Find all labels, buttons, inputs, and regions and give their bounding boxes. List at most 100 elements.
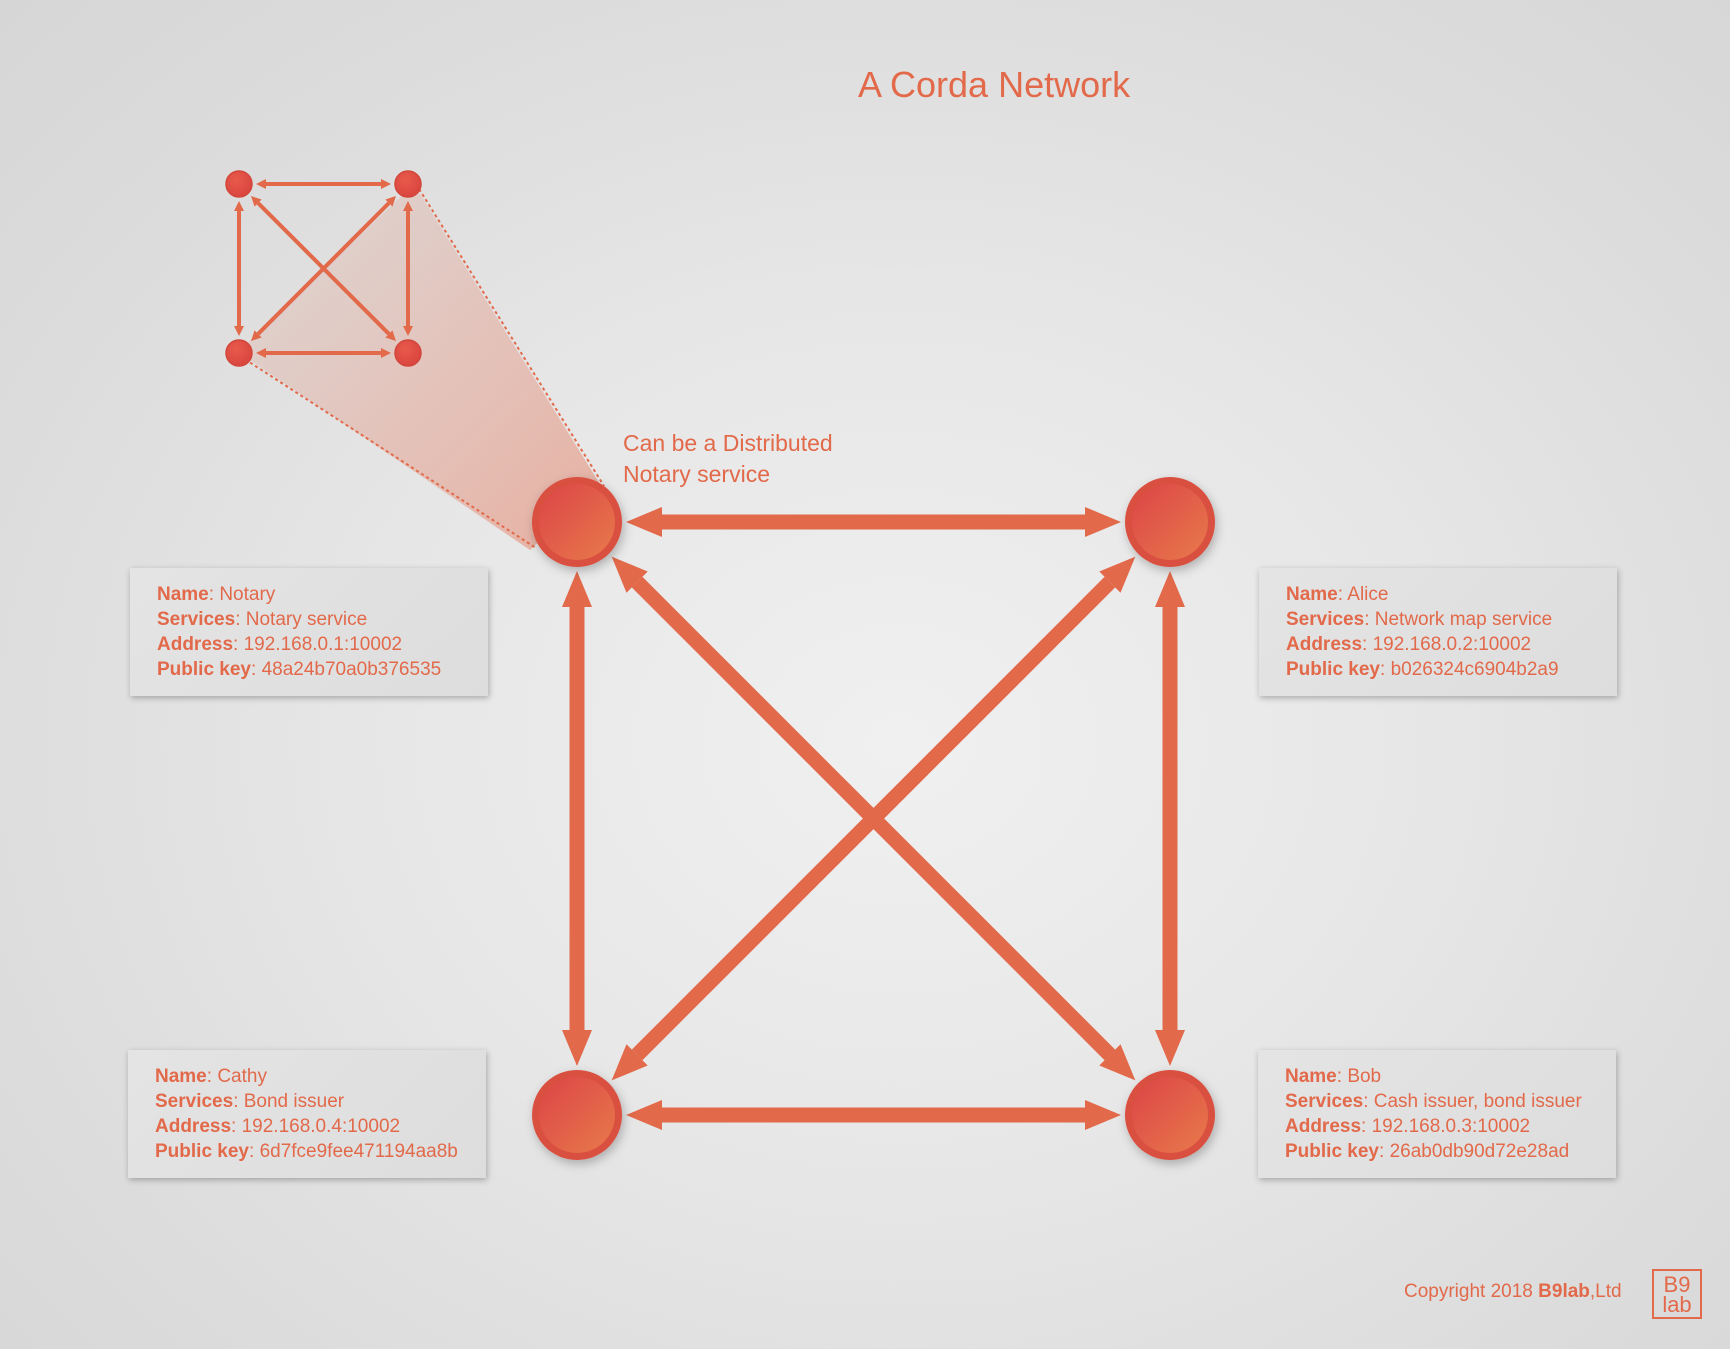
mini-edge-tr-br [403, 201, 413, 336]
arrowhead [611, 1044, 648, 1081]
info-label: Services [157, 609, 236, 630]
mini-node-br [394, 339, 422, 367]
node-notary [532, 477, 622, 567]
mini-node-bl [225, 339, 253, 367]
arrowhead [385, 330, 396, 341]
info-value: Notary [219, 584, 276, 605]
arrowhead [1155, 571, 1185, 607]
arrowhead [562, 1030, 592, 1066]
node-inner [1132, 1077, 1208, 1153]
node-info-notary: Name: Notary Services: Notary service Ad… [130, 568, 488, 696]
arrowhead [1085, 507, 1121, 537]
info-label: Address [1286, 634, 1363, 655]
info-services-row: Services: Bond issuer [155, 1091, 345, 1112]
node-info-bob: Name: Bob Services: Cash issuer, bond is… [1258, 1050, 1616, 1178]
node-inner [539, 484, 615, 560]
arrowhead [1155, 1030, 1185, 1066]
info-value: Cathy [217, 1066, 267, 1087]
info-address-row: Address: 192.168.0.2:10002 [1286, 634, 1532, 655]
arrowhead [256, 348, 266, 358]
notary-caption: Can be a Distributed Notary service [623, 428, 833, 490]
arrowhead [381, 179, 391, 189]
zoom-cone-edge-bottom [239, 355, 537, 549]
info-address-row: Address: 192.168.0.3:10002 [1285, 1116, 1531, 1137]
arrowhead [611, 556, 648, 593]
node-inner [1132, 484, 1208, 560]
info-value: 192.168.0.2:10002 [1372, 634, 1532, 655]
info-label: Address [155, 1116, 232, 1137]
info-pubkey-row: Public key: 6d7fce9fee471194aa8b [155, 1141, 458, 1162]
arrowhead [1085, 1100, 1121, 1130]
info-label: Services [1286, 609, 1365, 630]
info-label: Name [157, 584, 209, 605]
edge-alice-bob [1155, 571, 1185, 1066]
info-value: 192.168.0.4:10002 [241, 1116, 401, 1137]
arrowhead [385, 196, 396, 207]
network-edges [562, 507, 1185, 1130]
mini-edge-bl-br [256, 348, 391, 358]
info-value: Bob [1347, 1066, 1382, 1087]
info-value: 192.168.0.1:10002 [243, 634, 403, 655]
b9lab-logo: B9 lab [1652, 1269, 1702, 1319]
caption-line-2: Notary service [623, 461, 770, 487]
info-label: Services [1285, 1091, 1364, 1112]
info-address-row: Address: 192.168.0.4:10002 [155, 1116, 401, 1137]
info-name-row: Name: Alice [1286, 584, 1389, 605]
info-label: Public key [1285, 1141, 1379, 1162]
arrowhead [562, 571, 592, 607]
copyright-prefix: Copyright 2018 [1404, 1281, 1539, 1302]
arrowhead [1099, 556, 1136, 593]
info-value: Bond issuer [243, 1091, 345, 1112]
edge-cathy-bob [626, 1100, 1121, 1130]
copyright-notice: Copyright 2018 B9lab,Ltd [1404, 1281, 1622, 1303]
info-services-row: Services: Cash issuer, bond issuer [1285, 1091, 1582, 1112]
arrowhead [626, 1100, 662, 1130]
info-name-row: Name: Notary [157, 584, 276, 605]
info-services-row: Services: Network map service [1286, 609, 1553, 630]
node-cathy [532, 1070, 622, 1160]
node-bob [1125, 1070, 1215, 1160]
arrowhead [251, 330, 262, 341]
info-name-row: Name: Bob [1285, 1066, 1382, 1087]
edge-shaft [631, 576, 1116, 1061]
node-info-cathy: Name: Cathy Services: Bond issuer Addres… [128, 1050, 486, 1178]
network-nodes [532, 477, 1215, 1160]
mini-network-edges [234, 179, 413, 358]
info-label: Public key [1286, 659, 1380, 680]
info-pubkey-row: Public key: 26ab0db90d72e28ad [1285, 1141, 1570, 1162]
info-value: Alice [1347, 584, 1389, 605]
mini-node-tl [225, 170, 253, 198]
info-value: Cash issuer, bond issuer [1373, 1091, 1582, 1112]
info-address-row: Address: 192.168.0.1:10002 [157, 634, 403, 655]
node-alice [1125, 477, 1215, 567]
edge-notary-cathy [562, 571, 592, 1066]
arrowhead [251, 196, 262, 207]
info-label: Address [1285, 1116, 1362, 1137]
info-label: Public key [155, 1141, 249, 1162]
arrowhead [403, 326, 413, 336]
info-value: Network map service [1374, 609, 1553, 630]
logo-bottom-text: lab [1662, 1292, 1692, 1317]
arrowhead [234, 326, 244, 336]
caption-line-1: Can be a Distributed [623, 430, 833, 456]
zoom-cone-edge-top [415, 183, 605, 487]
mini-network-nodes [225, 170, 422, 367]
mini-edge-tr-bl [251, 196, 396, 341]
info-value: 26ab0db90d72e28ad [1389, 1141, 1570, 1162]
info-pubkey-row: Public key: 48a24b70a0b376535 [157, 659, 442, 680]
node-info-alice: Name: Alice Services: Network map servic… [1259, 568, 1617, 696]
mini-edge-tl-tr [256, 179, 391, 189]
edge-notary-alice [626, 507, 1121, 537]
arrowhead [626, 507, 662, 537]
info-services-row: Services: Notary service [157, 609, 368, 630]
copyright-brand: B9lab [1538, 1281, 1590, 1302]
info-label: Address [157, 634, 234, 655]
info-value: b026324c6904b2a9 [1390, 659, 1559, 680]
info-value: 6d7fce9fee471194aa8b [259, 1141, 458, 1162]
info-label: Name [1286, 584, 1338, 605]
info-label: Name [155, 1066, 207, 1087]
arrowhead [1099, 1044, 1136, 1081]
mini-node-tr [394, 170, 422, 198]
